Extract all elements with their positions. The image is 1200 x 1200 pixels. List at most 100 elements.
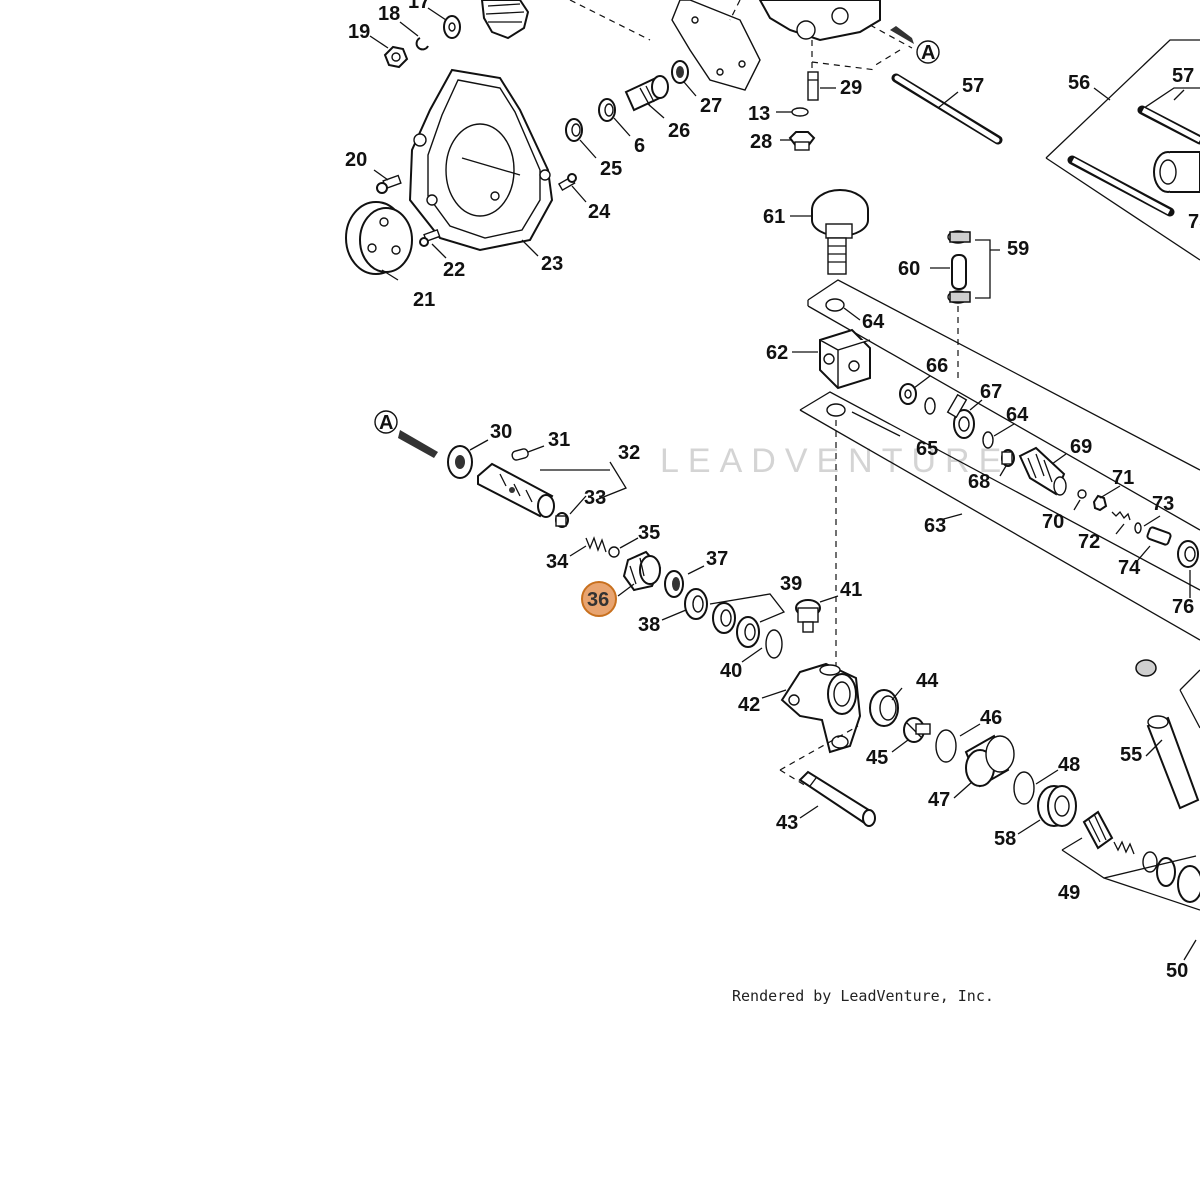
part-58-seal[interactable] [1037, 785, 1077, 827]
label-part-71[interactable]: 71 [1112, 467, 1134, 489]
label-part-32[interactable]: 32 [618, 442, 640, 464]
part-35-ball[interactable] [608, 546, 620, 558]
part-73-o-ring[interactable] [1134, 522, 1142, 534]
label-part-28[interactable]: 28 [750, 131, 772, 153]
label-part-34[interactable]: 34 [546, 551, 569, 573]
part-22-screw[interactable] [419, 228, 441, 247]
label-part-33[interactable]: 33 [584, 487, 606, 509]
part-31-pin[interactable] [511, 448, 529, 461]
label-part-67[interactable]: 67 [980, 381, 1002, 403]
part-25-bushing[interactable] [565, 118, 583, 142]
label-part-58[interactable]: 58 [994, 828, 1016, 850]
part-24-screw[interactable] [557, 173, 577, 192]
part-39-ring-set[interactable] [712, 602, 760, 648]
part-75-fitting[interactable] [1177, 540, 1199, 568]
label-part-72[interactable]: 72 [1078, 531, 1100, 553]
part-40-o-ring[interactable] [765, 629, 783, 659]
part-38-ring[interactable] [684, 588, 708, 620]
label-part-26[interactable]: 26 [668, 120, 690, 142]
part-26-pinion-shaft[interactable] [624, 75, 669, 112]
label-part-55[interactable]: 55 [1120, 744, 1142, 766]
part-16-gear[interactable] [480, 0, 530, 40]
label-part-30[interactable]: 30 [490, 421, 512, 443]
label-part-76[interactable]: 76 [1172, 596, 1194, 618]
part-41-check-valve[interactable] [795, 599, 821, 633]
part-62-block[interactable] [819, 328, 871, 390]
part-21-drum[interactable] [345, 201, 413, 275]
label-part-74[interactable]: 74 [1118, 557, 1141, 579]
part-57-rod[interactable] [891, 73, 1003, 145]
part-65-o-ring-b[interactable] [826, 403, 846, 417]
label-part-27[interactable]: 27 [700, 95, 722, 117]
label-part-21[interactable]: 21 [413, 289, 435, 311]
part-29-fitting[interactable] [807, 40, 819, 101]
label-part-44[interactable]: 44 [916, 670, 939, 692]
label-part-61[interactable]: 61 [763, 206, 785, 228]
label-part-60[interactable]: 60 [898, 258, 920, 280]
part-56-bushing[interactable] [1153, 151, 1200, 193]
label-part-56[interactable]: 56 [1068, 72, 1090, 94]
label-part-59[interactable]: 59 [1007, 238, 1029, 260]
part-6-bushing[interactable] [598, 98, 616, 122]
part-43-pin[interactable] [798, 770, 876, 827]
part-71-seat[interactable] [1092, 494, 1108, 512]
part-32-valve-shaft[interactable] [477, 462, 555, 518]
part-60-hose[interactable] [951, 254, 967, 290]
part-20-screw[interactable] [376, 174, 402, 194]
label-part-43[interactable]: 43 [776, 812, 798, 834]
label-part-19[interactable]: 19 [348, 21, 370, 43]
label-part-13[interactable]: 13 [748, 103, 770, 125]
part-69-valve[interactable] [1018, 446, 1067, 496]
label-part-70[interactable]: 70 [1042, 511, 1064, 533]
part-48-o-ring[interactable] [1013, 771, 1035, 805]
part-46-o-ring[interactable] [935, 729, 957, 763]
label-part-57[interactable]: 57 [962, 75, 984, 97]
label-part-39[interactable]: 39 [780, 573, 802, 595]
part-37-seal[interactable] [664, 570, 684, 598]
part-gasket[interactable] [671, 0, 761, 91]
label-part-40[interactable]: 40 [720, 660, 742, 682]
label-part-6[interactable]: 6 [634, 135, 645, 157]
label-part-20[interactable]: 20 [345, 149, 367, 171]
label-part-64[interactable]: 64 [862, 311, 885, 333]
part-61-cap[interactable] [811, 189, 869, 275]
label-part-73[interactable]: 73 [1152, 493, 1174, 515]
label-part-57-right[interactable]: 57 [1172, 65, 1194, 87]
part-pump-housing-top[interactable] [758, 0, 881, 42]
label-part-64-b[interactable]: 64 [1006, 404, 1029, 426]
part-57-rod-right[interactable] [1067, 105, 1200, 217]
label-part-37[interactable]: 37 [706, 548, 728, 570]
part-64-o-ring-top[interactable] [825, 298, 845, 312]
part-64-o-ring[interactable] [982, 431, 994, 449]
part-36-valve-nut[interactable] [622, 550, 662, 592]
part-72-spring[interactable] [1111, 510, 1131, 521]
label-part-42[interactable]: 42 [738, 694, 760, 716]
part-30-washer[interactable] [447, 445, 473, 479]
label-part-69[interactable]: 69 [1070, 436, 1092, 458]
part-27-seal[interactable] [671, 60, 689, 84]
part-67-banjo-fitting[interactable] [946, 393, 975, 439]
highlight-marker-36[interactable] [581, 581, 617, 617]
label-part-75[interactable]: 75 [1188, 211, 1200, 233]
part-42-valve-housing[interactable] [780, 662, 862, 754]
part-17-washer[interactable] [443, 15, 461, 39]
label-part-22[interactable]: 22 [443, 259, 465, 281]
label-part-62[interactable]: 62 [766, 342, 788, 364]
label-part-25[interactable]: 25 [600, 158, 622, 180]
part-55-hose[interactable] [1135, 659, 1200, 810]
label-part-68[interactable]: 68 [968, 471, 990, 493]
part-68-fitting[interactable] [1001, 449, 1015, 467]
label-part-47[interactable]: 47 [928, 789, 950, 811]
label-part-50[interactable]: 50 [1166, 960, 1188, 982]
part-44-bushing[interactable] [869, 689, 899, 727]
label-part-66[interactable]: 66 [926, 355, 948, 377]
part-28-plug[interactable] [788, 131, 816, 151]
label-part-24[interactable]: 24 [588, 201, 611, 223]
label-part-41[interactable]: 41 [840, 579, 862, 601]
label-part-48[interactable]: 48 [1058, 754, 1080, 776]
label-part-36[interactable]: 36 [587, 589, 609, 611]
part-65-o-ring-a[interactable] [924, 397, 936, 415]
label-part-63[interactable]: 63 [924, 515, 946, 537]
label-part-65[interactable]: 65 [916, 438, 938, 460]
part-59-clamps[interactable] [947, 230, 971, 304]
